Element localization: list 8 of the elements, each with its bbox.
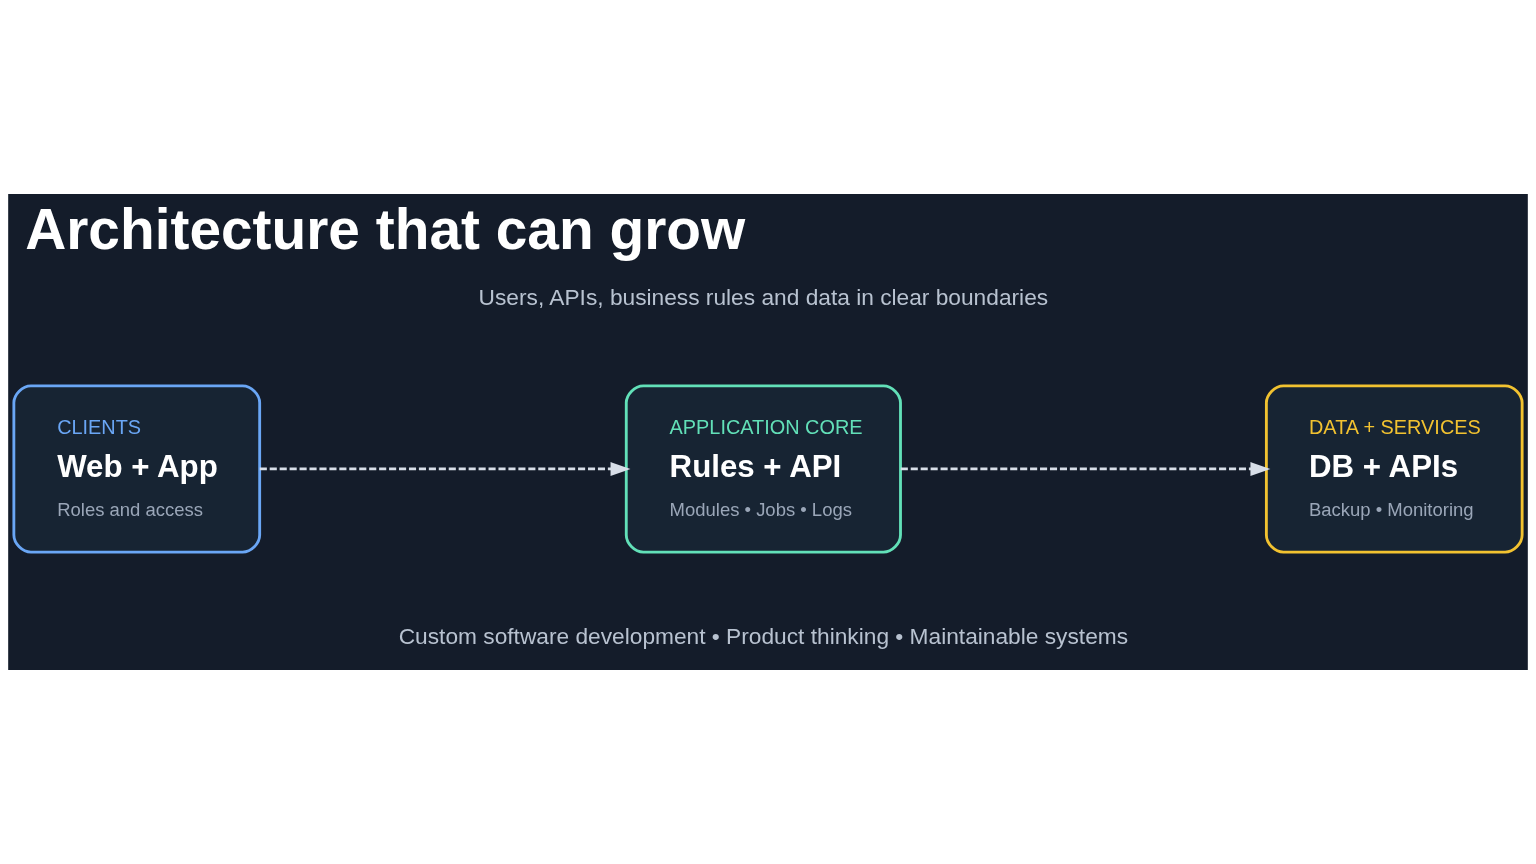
node-box: APPLICATION CORE Rules + API Modules • Jobs • Logs — [624, 384, 902, 554]
label: Custom software development • Product thinking • Maintainable systems — [398, 623, 1129, 650]
node-box: CLIENTS Web + App Roles and access — [12, 384, 262, 554]
arrow — [900, 461, 1271, 476]
arrow — [259, 461, 631, 476]
diagram-title: Architecture that can grow — [25, 198, 746, 262]
label: Users, APIs, business rules and data in clear boundaries — [478, 283, 1049, 310]
node-box: DATA + SERVICES DB + APIs Backup • Monitoring — [1264, 384, 1524, 554]
